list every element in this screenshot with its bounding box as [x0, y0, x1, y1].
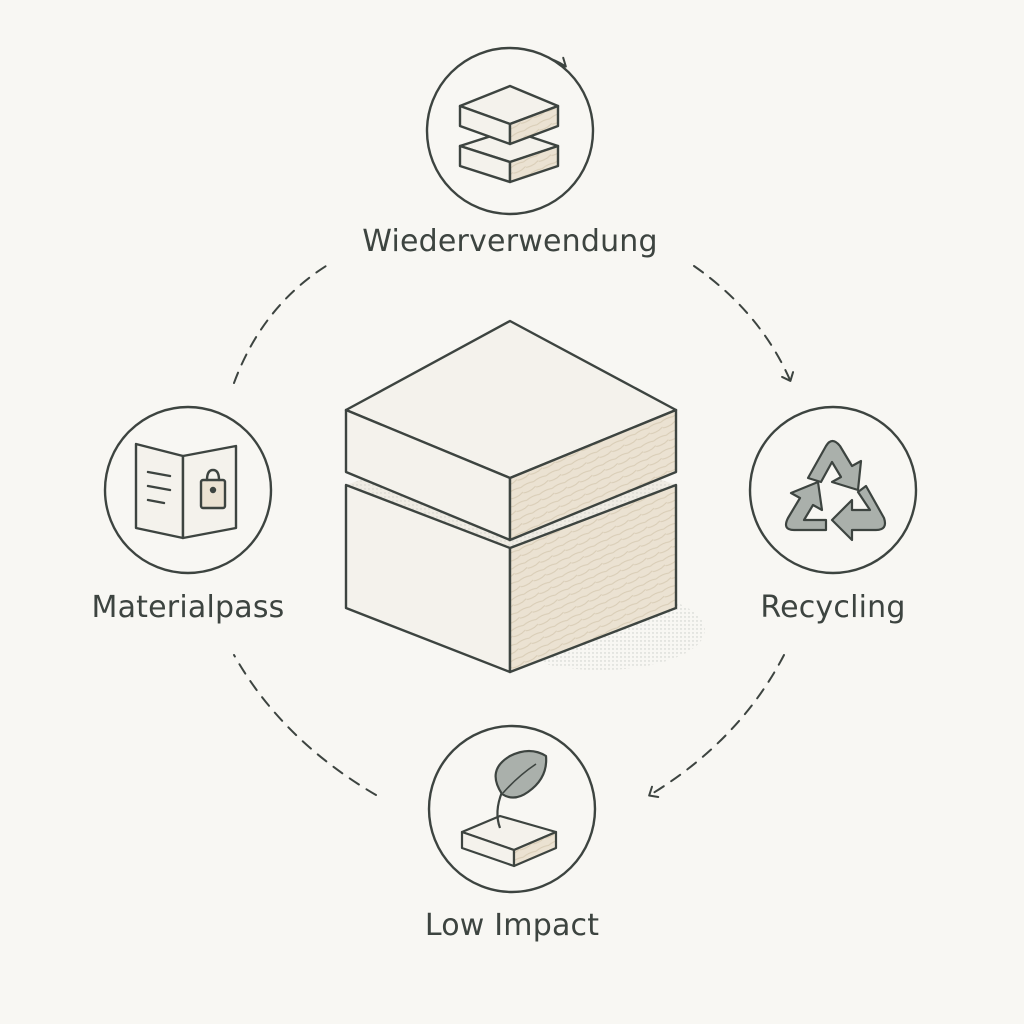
label-recycling: Recycling [760, 590, 906, 625]
node-bottom [427, 724, 597, 894]
node-left [103, 405, 273, 575]
stacked-blocks-icon [458, 84, 560, 184]
leaf-sprout-icon [460, 749, 558, 868]
sprout-stem [496, 791, 504, 829]
node-top [425, 46, 595, 216]
passport-left-page [134, 442, 185, 540]
label-low-impact: Low Impact [424, 908, 600, 943]
arrow-left-to-top [233, 265, 327, 384]
leaf [494, 749, 548, 799]
material-passport-icon [134, 442, 238, 540]
bottom-block-side [508, 483, 678, 674]
passport-tag [199, 478, 227, 510]
top-slab-side [508, 408, 678, 542]
node-right-circle [748, 405, 918, 575]
arrow-right-to-bottom [648, 654, 785, 798]
node-bottom-circle [427, 724, 597, 894]
arrow-bottom-to-left [233, 654, 377, 796]
arrow-top-to-right [693, 265, 795, 382]
label-materialpass: Materialpass [91, 590, 285, 625]
label-wiederverwendung: Wiederverwendung [362, 224, 658, 259]
recycle-icon [784, 439, 887, 542]
stone-slab-blocks-icon [344, 319, 705, 674]
node-right [748, 405, 918, 575]
